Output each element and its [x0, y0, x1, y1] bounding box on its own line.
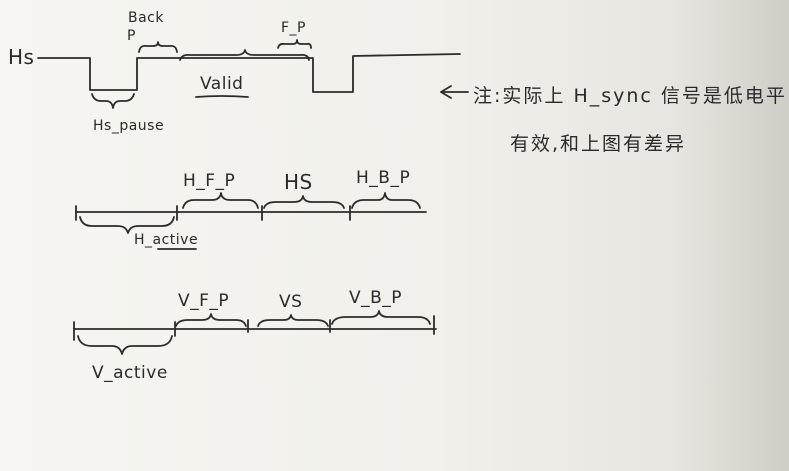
hs-pause-brace — [91, 93, 135, 109]
h-sync-brace — [263, 195, 345, 209]
hs-waveform — [37, 53, 461, 93]
fp-label: F_P — [281, 20, 306, 36]
hs-pause-label: Hs_pause — [93, 118, 165, 134]
hs-label: Hs — [8, 45, 35, 69]
v-fp-brace — [175, 313, 247, 327]
h-active-brace — [79, 216, 175, 234]
valid-label: Valid — [200, 74, 244, 94]
v-active-label: V_active — [92, 363, 168, 383]
v-fp-label: V_F_P — [178, 291, 230, 311]
v-bp-brace — [331, 310, 431, 325]
h-sync-label: HS — [284, 170, 313, 194]
h-bp-label: H_B_P — [356, 168, 411, 188]
h-active-label: H_active — [134, 232, 199, 248]
h-fp-brace — [182, 192, 259, 209]
p-label: P — [127, 28, 136, 44]
front-porch-brace — [277, 39, 312, 49]
h-fp-label: H_F_P — [183, 171, 236, 191]
note-line-1: 注:实际上 H_sync 信号是低电平 — [473, 85, 787, 107]
note-line-2: 有效,和上图有差异 — [510, 133, 687, 155]
v-active-brace — [77, 335, 173, 355]
valid-underline — [195, 95, 249, 98]
valid-brace — [179, 49, 310, 61]
v-sync-label: VS — [279, 292, 303, 312]
note-arrow — [440, 85, 469, 99]
h-bp-brace — [351, 192, 421, 209]
back-label: Back — [128, 10, 164, 26]
v-sync-brace — [257, 314, 329, 327]
v-bp-label: V_B_P — [349, 288, 403, 308]
back-porch-brace — [138, 41, 178, 53]
